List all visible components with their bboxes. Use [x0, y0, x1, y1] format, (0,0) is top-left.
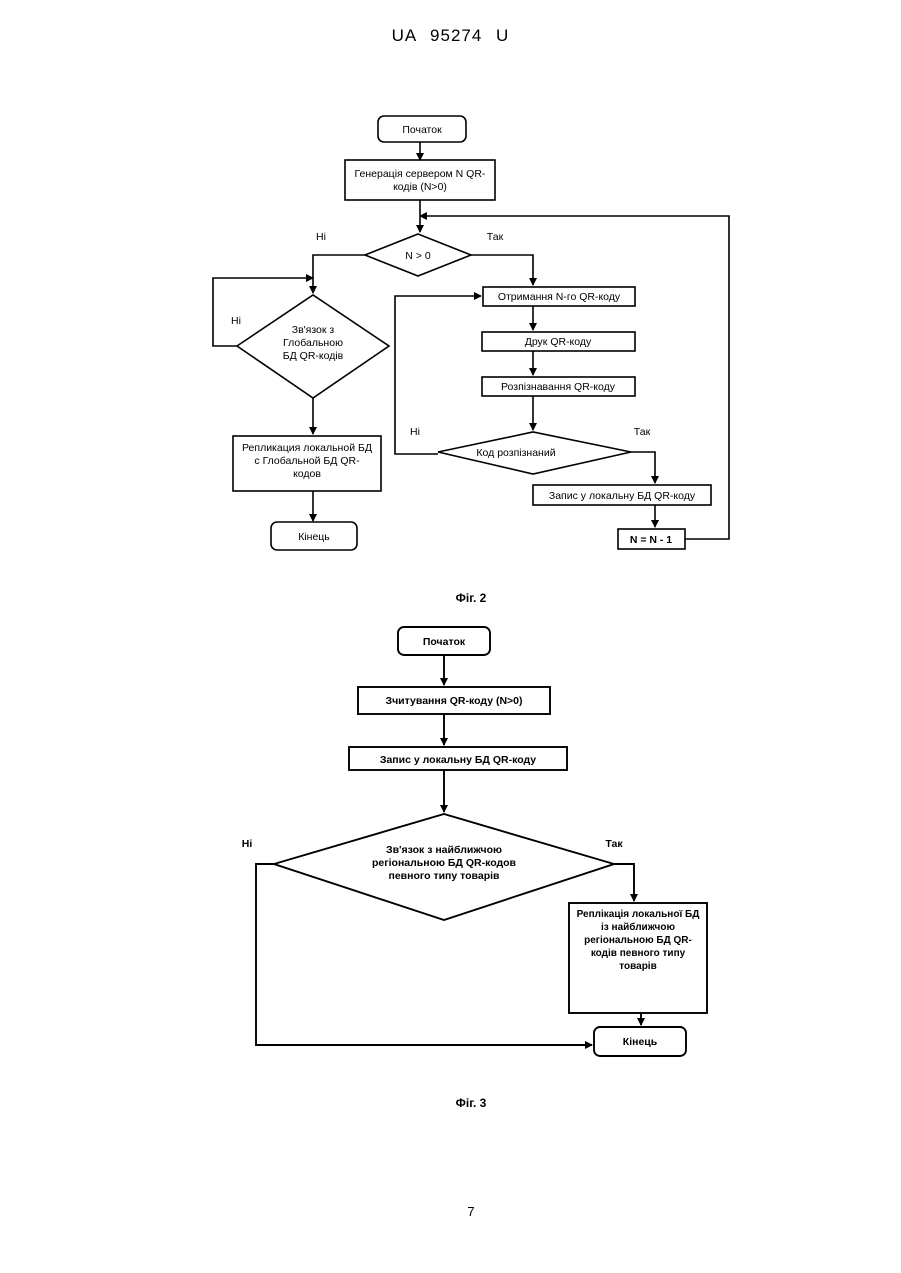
fig2-caption: Фіг. 2	[0, 591, 901, 605]
fig2-print-label: Друк QR-коду	[525, 336, 592, 348]
fig2-decrement-label: N = N - 1	[630, 534, 672, 546]
fig2-recognize-label: Розпізнавання QR-коду	[501, 381, 616, 393]
fig2-generate-label-1: Генерація сервером N QR-	[355, 168, 486, 180]
fig2-start-label: Початок	[402, 124, 442, 136]
fig3-replication-label-1: Реплікація локальної БД	[577, 909, 700, 920]
fig2-replication-label-2: с Глобальной БД QR-	[254, 455, 360, 467]
fig3-end-label: Кінець	[623, 1036, 658, 1048]
fig2-diagram	[213, 116, 729, 550]
fig2-arrow-loop	[395, 296, 481, 454]
fig3-replication-label-4: кодів певного типу	[591, 948, 686, 959]
fig3-read-label: Зчитування QR-коду (N>0)	[386, 695, 523, 707]
fig2-get-code-label: Отримання N-го QR-коду	[498, 291, 621, 303]
fig3-connection-label-1: Зв'язок з найближчою	[386, 844, 502, 856]
fig2-replication-label-3: кодов	[293, 468, 321, 480]
fig2-generate-label-2: кодів (N>0)	[393, 181, 447, 193]
fig2-generate-node	[345, 160, 495, 200]
fig3-diagram	[256, 627, 707, 1056]
fig2-connection-label-3: БД QR-кодів	[283, 350, 344, 362]
fig2-arrow-yes	[471, 255, 533, 285]
fig2-write-local-label: Запис у локальну БД QR-коду	[549, 490, 696, 502]
fig3-arrow-no	[256, 864, 592, 1045]
fig2-no-recog-label: Ні	[410, 426, 420, 438]
fig2-end-label: Кінець	[298, 531, 330, 543]
fig3-replication-label-3: регіональною БД QR-	[584, 935, 692, 946]
fig2-n-cond-label: N > 0	[405, 250, 431, 262]
fig3-caption: Фіг. 3	[0, 1096, 901, 1110]
fig3-arrow-yes	[614, 864, 634, 901]
fig3-yes-label: Так	[605, 838, 623, 850]
fig3-start-label: Початок	[423, 636, 466, 648]
fig3-connection-label-3: певного типу товарів	[388, 870, 500, 882]
fig2-labels: Початок Генерація сервером N QR- кодів (…	[231, 124, 696, 546]
fig2-connection-label-2: Глобальною	[283, 337, 343, 349]
fig3-connection-label-2: регіональною БД QR-кодов	[372, 857, 517, 869]
fig2-yes-recog-label: Так	[634, 426, 651, 438]
fig3-labels: Початок Зчитування QR-коду (N>0) Запис у…	[242, 636, 700, 1048]
fig2-arrow-no	[313, 255, 365, 293]
fig3-replication-label-2: із найближчою	[601, 921, 675, 933]
fig2-recognized-label: Код розпізнаний	[476, 447, 555, 459]
fig2-replication-label-1: Репликация локальной БД	[242, 442, 372, 454]
fig3-replication-label-5: товарів	[619, 961, 657, 972]
fig2-no-loop-label: Ні	[231, 315, 241, 327]
fig2-no-label: Ні	[316, 231, 326, 243]
fig2-yes-label: Так	[487, 231, 504, 243]
fig3-no-label: Ні	[242, 838, 253, 850]
fig2-connection-label-1: Зв'язок з	[292, 324, 335, 336]
page-number: 7	[0, 1204, 901, 1219]
fig2-arrow-yes	[631, 452, 655, 483]
fig3-write-local-label: Запис у локальну БД QR-коду	[380, 754, 536, 766]
